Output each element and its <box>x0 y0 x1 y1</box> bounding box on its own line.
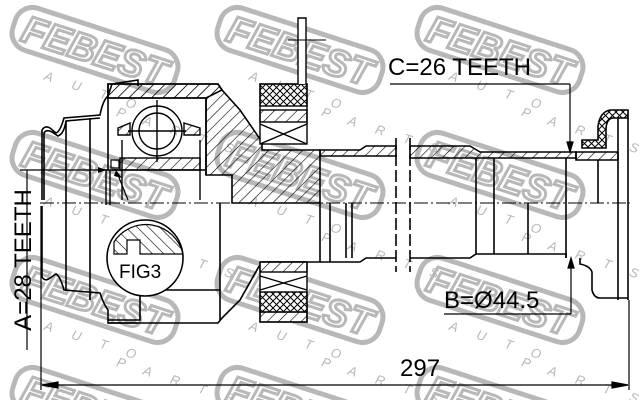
dimension-lines <box>20 83 630 390</box>
overall-length-label: 297 <box>400 355 441 382</box>
shaft <box>319 138 577 272</box>
spline-c-teeth-label: C=26 TEETH <box>388 54 531 81</box>
boot <box>41 79 139 324</box>
right-flange <box>575 109 629 300</box>
outer-housing <box>107 83 321 324</box>
ball-cage <box>112 100 205 200</box>
fig3-label: FIG3 <box>119 262 162 283</box>
spline-a-teeth-label: A=28 TEETH <box>10 189 37 331</box>
bearing <box>259 17 326 323</box>
diameter-b-label: B=Ø44.5 <box>444 287 540 314</box>
fig3-detail-callout <box>98 159 184 297</box>
